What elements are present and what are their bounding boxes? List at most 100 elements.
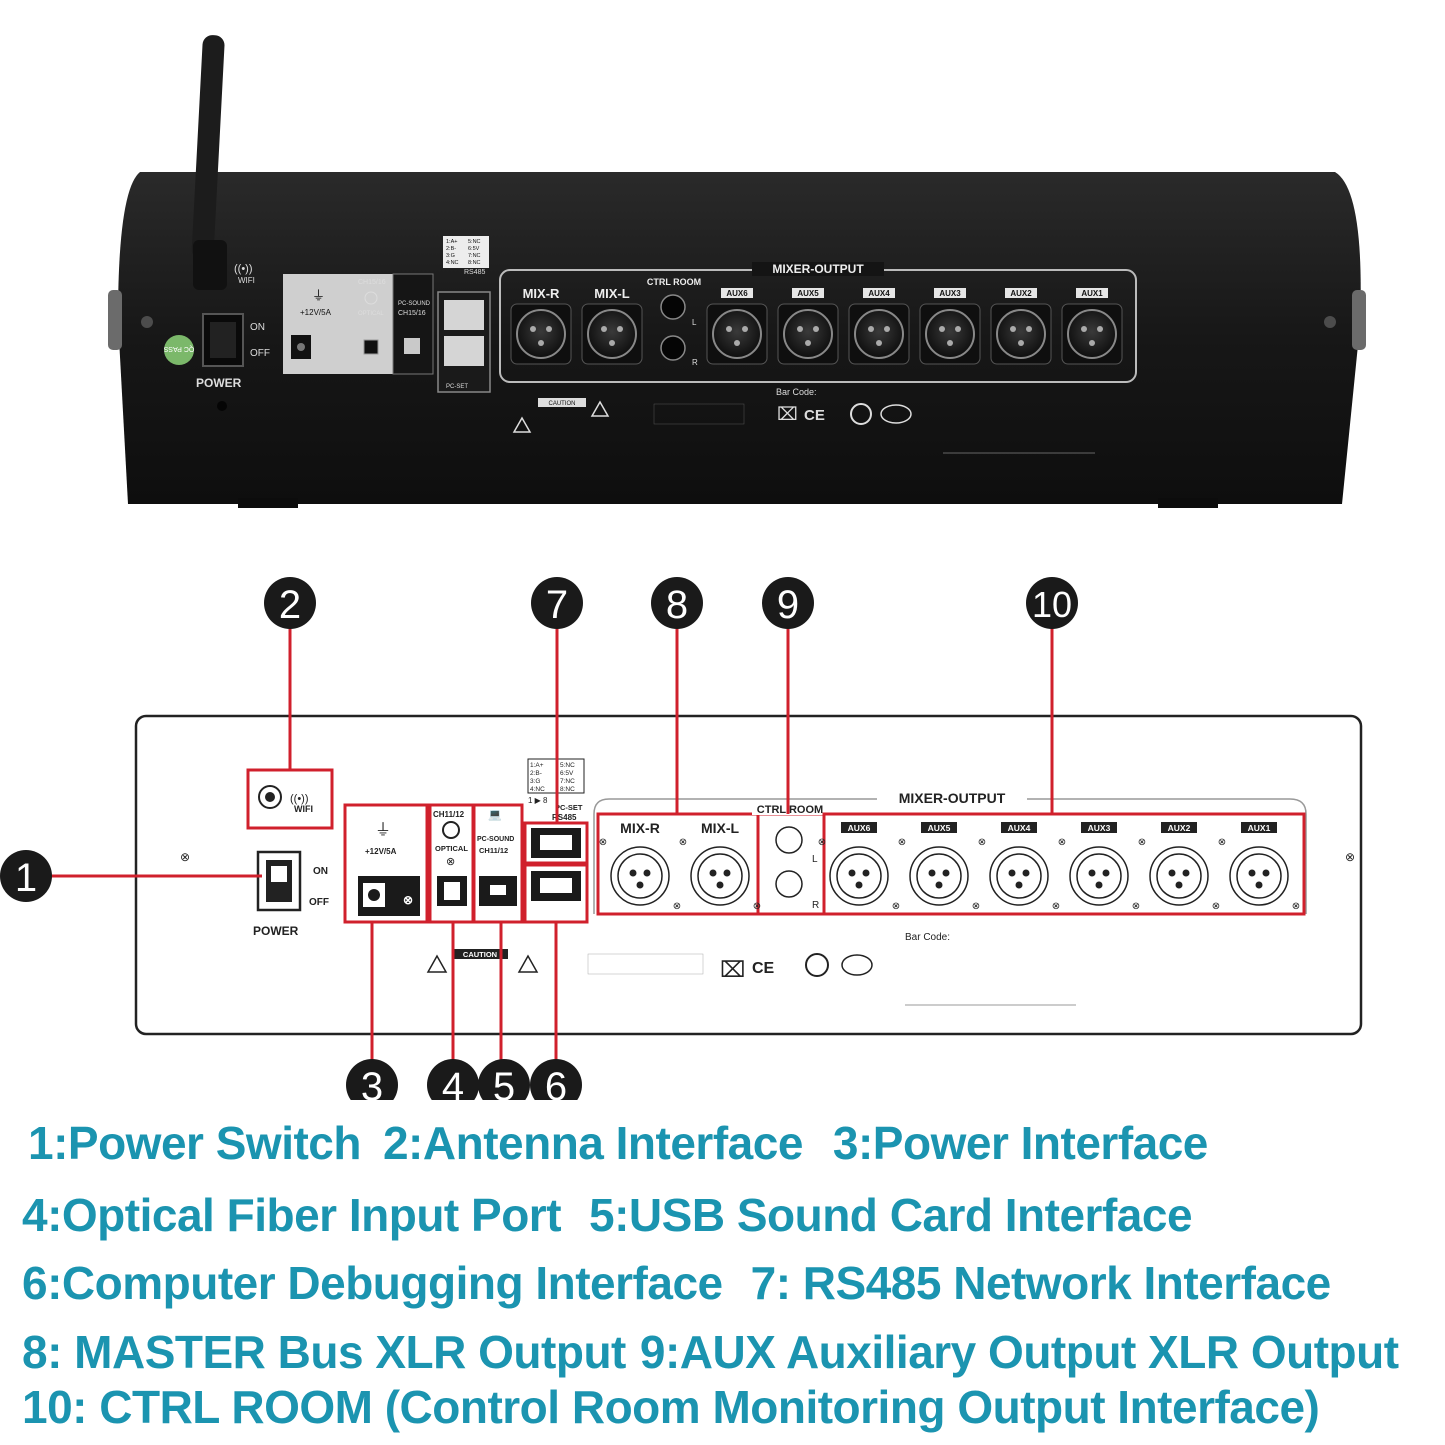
photo-power-label: POWER — [196, 376, 242, 390]
svg-text:1:A+: 1:A+ — [446, 239, 457, 245]
photo-power-in-label: +12V/5A — [300, 308, 332, 317]
ctrl-room-label: CTRL ROOM — [757, 804, 823, 816]
ce-icon-diagram: CE — [752, 960, 775, 977]
xlr-aux-connector: ⊗ ⊗ AUX1 — [1218, 822, 1300, 912]
svg-text:⊗: ⊗ — [818, 837, 826, 848]
callout-badge-1: 1 — [0, 850, 52, 902]
recycle-icon — [805, 953, 829, 977]
svg-text:⊗: ⊗ — [679, 837, 687, 848]
photo-ctrl-room-l-jack — [660, 294, 686, 320]
svg-text:⊗: ⊗ — [1138, 837, 1146, 848]
callout-badge-4: 4 — [427, 1059, 479, 1100]
caution-label: CAUTION — [463, 950, 497, 959]
screw-icon: ⊗ — [403, 893, 413, 907]
legend-item-1: 1:Power Switch — [28, 1117, 361, 1169]
svg-text:⊗: ⊗ — [1132, 901, 1140, 912]
pin-table: 1:A+ 5:NC 2:B- 6:5V 3:G 7:NC 4:NC 8:NC — [527, 758, 585, 794]
svg-text:8:NC: 8:NC — [560, 786, 575, 793]
svg-text:6:5V: 6:5V — [468, 246, 480, 252]
svg-text:4:NC: 4:NC — [530, 786, 545, 793]
legend-item-2: 2:Antenna Interface — [382, 1117, 803, 1169]
svg-text:3:G: 3:G — [530, 778, 540, 785]
aux-label: AUX1 — [1248, 823, 1271, 833]
xlr-aux-connector: ⊗⊗AUX5 — [898, 822, 980, 912]
photo-pc-set-label: PC-SET — [446, 384, 468, 390]
svg-text:⊗: ⊗ — [673, 901, 681, 912]
power-label: POWER — [253, 924, 299, 938]
photo-l-label: L — [692, 318, 697, 327]
photo-mix-r-label: MIX-R — [523, 286, 560, 301]
svg-text:4:NC: 4:NC — [446, 260, 459, 266]
svg-text:⊗: ⊗ — [1218, 837, 1226, 848]
photo-off-label: OFF — [250, 348, 270, 359]
svg-text:3:G: 3:G — [446, 253, 455, 259]
svg-text:2:B-: 2:B- — [446, 246, 456, 252]
photo-ctrl-room-label: CTRL ROOM — [647, 277, 701, 287]
photo-aux-label: AUX3 — [939, 289, 961, 298]
svg-text:⊗: ⊗ — [972, 901, 980, 912]
legend-item-8: 8: MASTER Bus XLR Output — [22, 1326, 626, 1378]
callout-badge-2: 2 — [264, 577, 316, 629]
photo-xlr-aux-connector: AUX1 — [1061, 288, 1123, 365]
optical-label: OPTICAL — [435, 844, 468, 853]
svg-text:⊗: ⊗ — [1292, 901, 1300, 912]
xlr-master-connector: ⊗⊗ — [599, 837, 681, 912]
photo-ctrl-room-r-jack — [660, 335, 686, 361]
svg-text:⊗: ⊗ — [1212, 901, 1220, 912]
photo-mixer-output-label: MIXER-OUTPUT — [772, 262, 864, 276]
optical-icon — [442, 821, 460, 839]
wifi-icon: ((•)) — [234, 263, 253, 275]
pc-sound-label: PC-SOUND — [477, 836, 514, 843]
callout-badge-5: 5 — [478, 1059, 530, 1100]
right-handle — [1352, 290, 1366, 350]
weee-icon-diagram: ⌧ — [720, 957, 745, 982]
svg-text:9: 9 — [777, 583, 799, 627]
power-switch — [256, 850, 302, 912]
xlr-aux-connector: ⊗⊗AUX6 — [818, 822, 900, 912]
cqc-icon — [841, 954, 873, 976]
svg-text:6: 6 — [545, 1065, 567, 1100]
mix-l-label: MIX-L — [701, 820, 740, 836]
photo-caution-label: CAUTION — [549, 401, 576, 407]
svg-text:⊗: ⊗ — [1052, 901, 1060, 912]
xlr-master-connector: ⊗⊗ — [679, 837, 761, 912]
panel-diagram: ⊗⊗ ((•)) WIFI ON OFF POWER ⏚ +12V/5A ⊗ C… — [0, 577, 1363, 1100]
warning-icon — [426, 954, 448, 973]
callout-badge-9: 9 — [762, 577, 814, 629]
weee-icon: ⌧ — [777, 404, 798, 424]
svg-text:3: 3 — [361, 1065, 383, 1100]
off-label: OFF — [309, 897, 329, 908]
photo-rs485-label: RS485 — [464, 269, 486, 276]
photo-warning-icon-2 — [590, 400, 610, 417]
svg-text:⊗: ⊗ — [978, 837, 986, 848]
photo-xlr-aux-connector: AUX5 — [777, 288, 839, 365]
svg-text:7:NC: 7:NC — [560, 778, 575, 785]
power-interface-box — [343, 803, 429, 924]
photo-optical-label: OPTICAL — [358, 311, 384, 317]
ctrl-room-l-jack — [775, 826, 803, 854]
svg-text:5:NC: 5:NC — [560, 762, 575, 769]
legend-item-4: 4:Optical Fiber Input Port — [22, 1189, 562, 1241]
xlr-aux-connector: ⊗⊗AUX2 — [1138, 822, 1220, 912]
photo-xlr-aux-connector: AUX6 — [706, 288, 768, 365]
pc-set-label: PC-SET — [555, 803, 583, 812]
svg-text:⊗: ⊗ — [599, 837, 607, 848]
wifi-label: WIFI — [294, 804, 313, 814]
svg-text:5: 5 — [493, 1065, 515, 1100]
bar-code-label: Bar Code: — [905, 932, 950, 943]
callout-badge-3: 3 — [346, 1059, 398, 1100]
power-in-label: +12V/5A — [365, 847, 397, 856]
svg-text:1:A+: 1:A+ — [530, 762, 544, 769]
svg-text:8:NC: 8:NC — [468, 260, 481, 266]
svg-text:10: 10 — [1032, 584, 1072, 625]
dc-plug-icon-diagram: ⏚ — [375, 821, 391, 839]
svg-text:7:NC: 7:NC — [468, 253, 481, 259]
photo-aux-label: AUX5 — [797, 289, 819, 298]
ce-icon: CE — [804, 407, 825, 424]
mix-r-label: MIX-R — [620, 820, 660, 836]
legend-item-10: 10: CTRL ROOM (Control Room Monitoring O… — [22, 1381, 1320, 1433]
